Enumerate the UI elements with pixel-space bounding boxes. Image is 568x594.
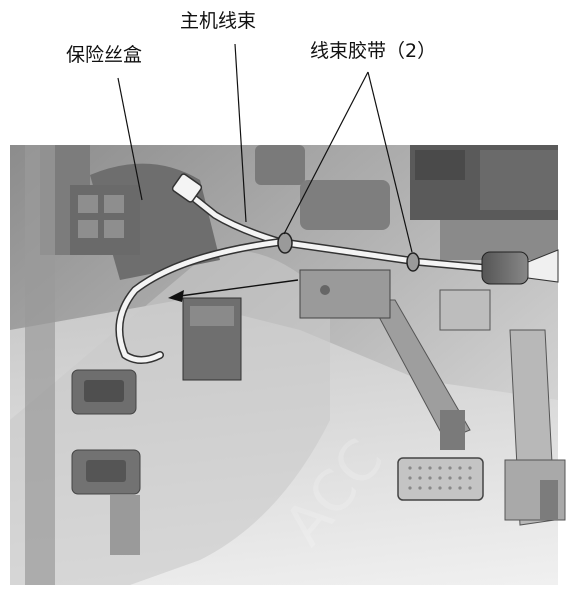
leader-lines <box>117 43 413 253</box>
main-harness-label: 主机线束 <box>180 10 257 32</box>
fuse-box-label: 保险丝盒 <box>66 44 143 66</box>
control-module <box>182 297 242 381</box>
side-brackets <box>71 369 141 555</box>
harness-tape-2 <box>406 252 420 272</box>
harness-tape-1 <box>277 232 293 254</box>
connector-blocks <box>299 269 491 331</box>
harness-tape-label: 线束胶带（2） <box>310 40 437 62</box>
routing-arrow <box>168 279 299 302</box>
fuse-box <box>70 185 140 255</box>
pedal-assembly <box>369 299 566 526</box>
